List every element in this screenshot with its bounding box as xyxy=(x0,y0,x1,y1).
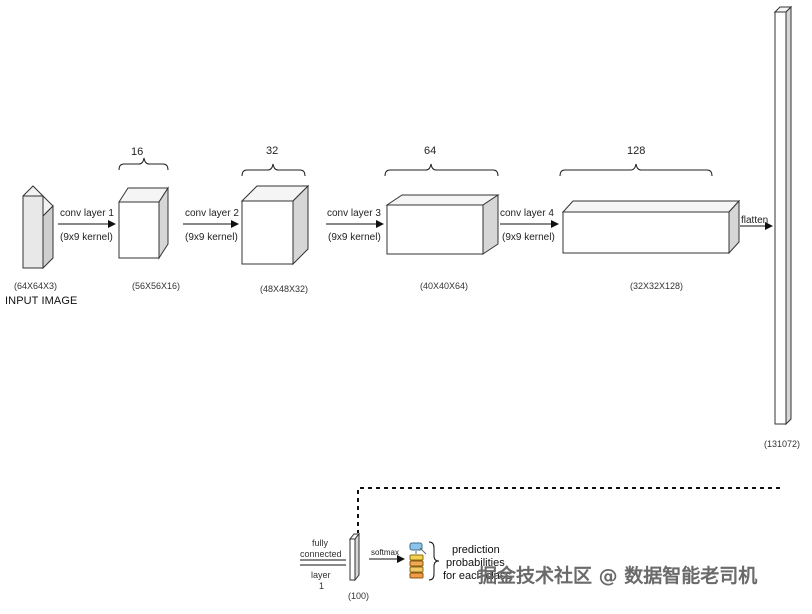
input-image-title: INPUT IMAGE xyxy=(5,295,78,307)
conv-layer-4-label: conv layer 4 xyxy=(500,208,554,219)
dashed-connector xyxy=(357,487,780,533)
prediction-line3: for each class xyxy=(443,570,511,582)
fc-label-line2: connected xyxy=(300,549,342,559)
filters-conv2-label: 32 xyxy=(266,145,279,157)
probability-stack-icon xyxy=(409,542,427,579)
conv-layer-1-kernel: (9x9 kernel) xyxy=(60,232,113,243)
conv4-dims: (32X32X128) xyxy=(630,281,684,291)
conv-layer-3-label: conv layer 3 xyxy=(327,208,381,219)
prediction-brace xyxy=(428,541,440,581)
input-image-block xyxy=(22,185,54,270)
flattened-vector-bar xyxy=(773,5,793,426)
brace-conv1 xyxy=(118,157,169,171)
fully-connected-layer-block xyxy=(348,532,361,582)
prediction-line1: prediction xyxy=(452,544,500,556)
filters-conv3-label: 64 xyxy=(424,145,437,157)
softmax-label: softmax xyxy=(371,548,400,557)
flat-dims: (131072) xyxy=(764,439,801,449)
flatten-label: flatten xyxy=(741,215,769,226)
conv1-output-block xyxy=(118,186,169,260)
conv3-output-block xyxy=(385,194,500,255)
fc-label-line3: layer xyxy=(311,570,331,580)
fc-label-line4: 1 xyxy=(319,581,325,591)
prediction-line2: probabilities xyxy=(446,557,505,569)
filters-conv1-label: 16 xyxy=(131,146,144,158)
brace-conv4 xyxy=(559,163,713,177)
conv-layer-1-label: conv layer 1 xyxy=(60,208,114,219)
input-dims: (64X64X3) xyxy=(14,281,58,291)
conv3-dims: (40X40X64) xyxy=(420,281,469,291)
watermark-text: 掘金技术社区 @ 数据智能老司机 xyxy=(478,565,758,587)
conv2-output-block xyxy=(240,184,310,266)
conv-layer-2-kernel: (9x9 kernel) xyxy=(185,232,238,243)
conv4-output-block xyxy=(561,199,741,255)
conv-layer-2-label: conv layer 2 xyxy=(185,208,239,219)
brace-conv3 xyxy=(384,163,499,177)
conv2-dims: (48X48X32) xyxy=(260,284,309,294)
conv-layer-3-kernel: (9x9 kernel) xyxy=(328,232,381,243)
brace-conv2 xyxy=(241,163,306,177)
conv1-dims: (56X56X16) xyxy=(132,281,181,291)
fc-label-line1: fully xyxy=(312,538,329,548)
filters-conv4-label: 128 xyxy=(627,145,646,157)
fc-dims: (100) xyxy=(348,591,370,601)
conv-layer-4-kernel: (9x9 kernel) xyxy=(502,232,555,243)
